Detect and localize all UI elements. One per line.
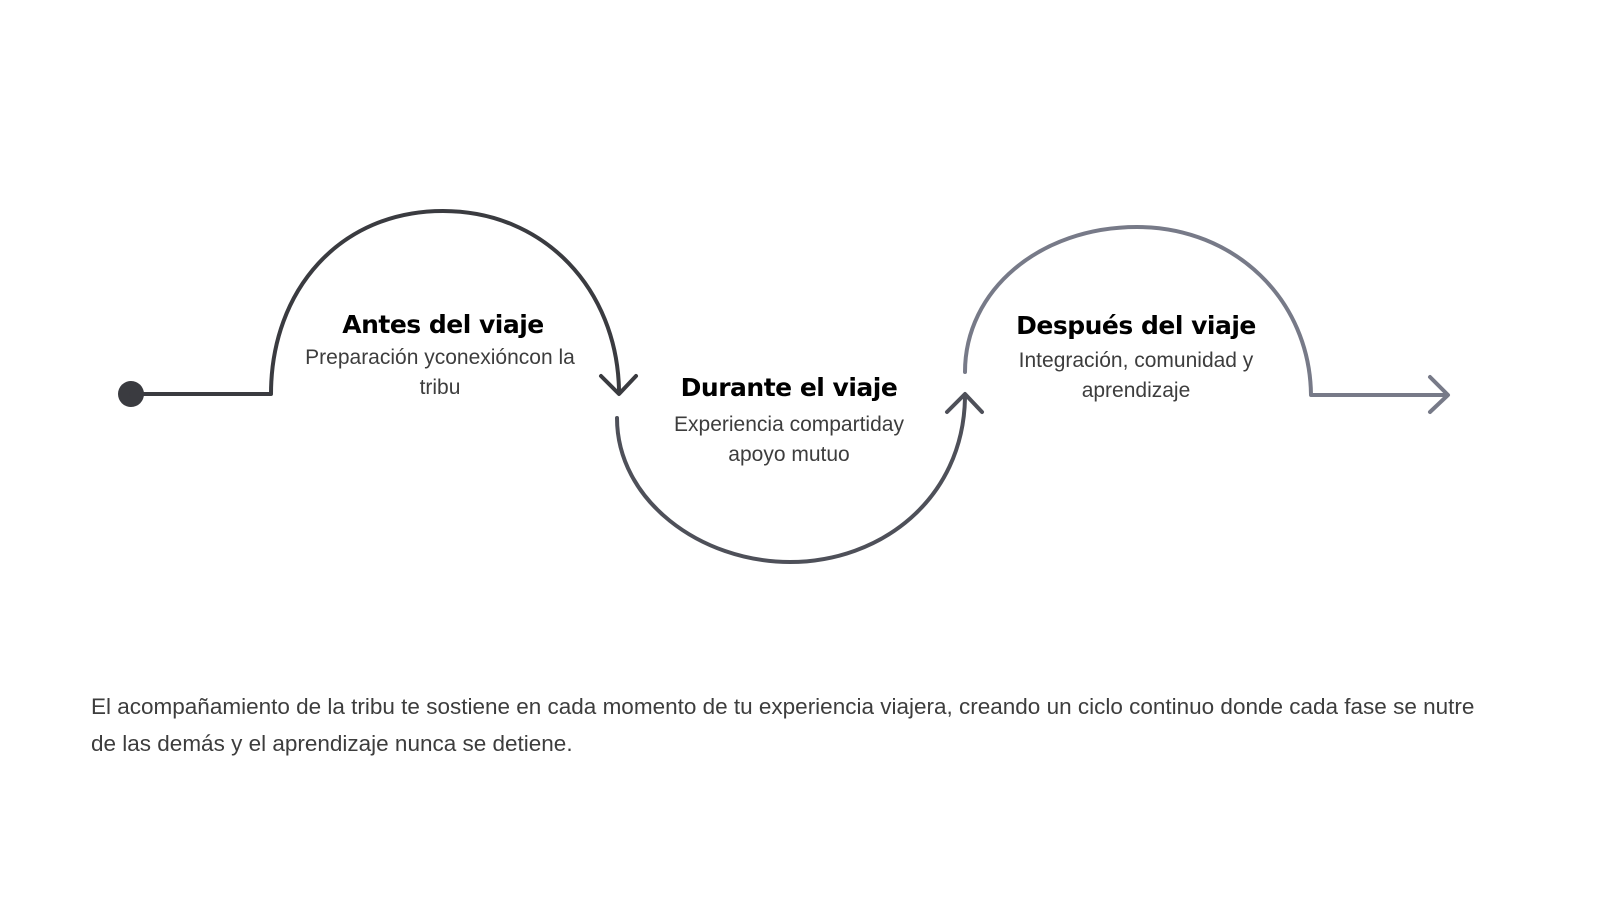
stage-desc-antes: Preparación yconexióncon la tribu (305, 346, 575, 399)
stage-title-despues: Después del viaje (1016, 311, 1256, 340)
arc-antes (129, 209, 621, 396)
stage-title-antes: Antes del viaje (342, 310, 544, 339)
arc-durante (615, 396, 967, 564)
arrowhead-up-icon (945, 392, 984, 414)
summary-paragraph: El acompañamiento de la tribu te sostien… (91, 694, 1475, 756)
stage-desc-durante: Experiencia compartiday apoyo mutuo (674, 413, 904, 466)
arrowhead-down-icon (599, 374, 638, 396)
arc-despues (963, 225, 1449, 397)
stage-desc-despues: Integración, comunidad y aprendizaje (1018, 349, 1254, 402)
arrowhead-right-icon (1428, 375, 1450, 414)
stage-title-durante: Durante el viaje (680, 373, 898, 402)
